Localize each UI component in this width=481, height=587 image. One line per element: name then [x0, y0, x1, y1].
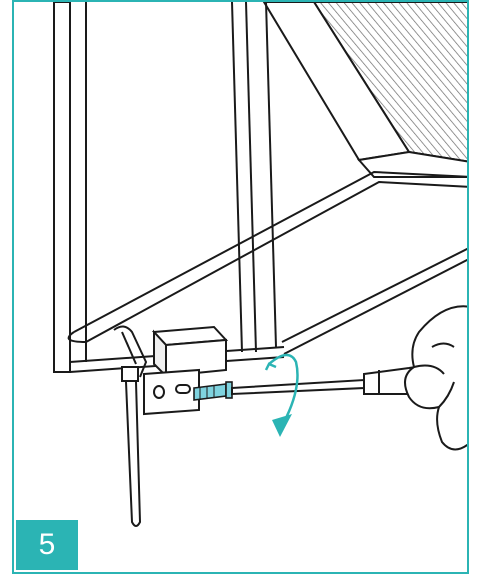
filter-cartridge [262, 2, 467, 178]
instruction-panel: 5 [12, 0, 469, 574]
hand [404, 305, 467, 451]
mounting-clip [143, 325, 229, 416]
unit-frame [53, 2, 285, 373]
cable-tie [113, 325, 148, 527]
assembly-illustration [53, 2, 467, 527]
step-number: 5 [38, 528, 56, 561]
rotate-clockwise-arrow-icon [264, 353, 299, 437]
wire-hanger [67, 170, 467, 355]
step-number-badge: 5 [16, 520, 78, 570]
